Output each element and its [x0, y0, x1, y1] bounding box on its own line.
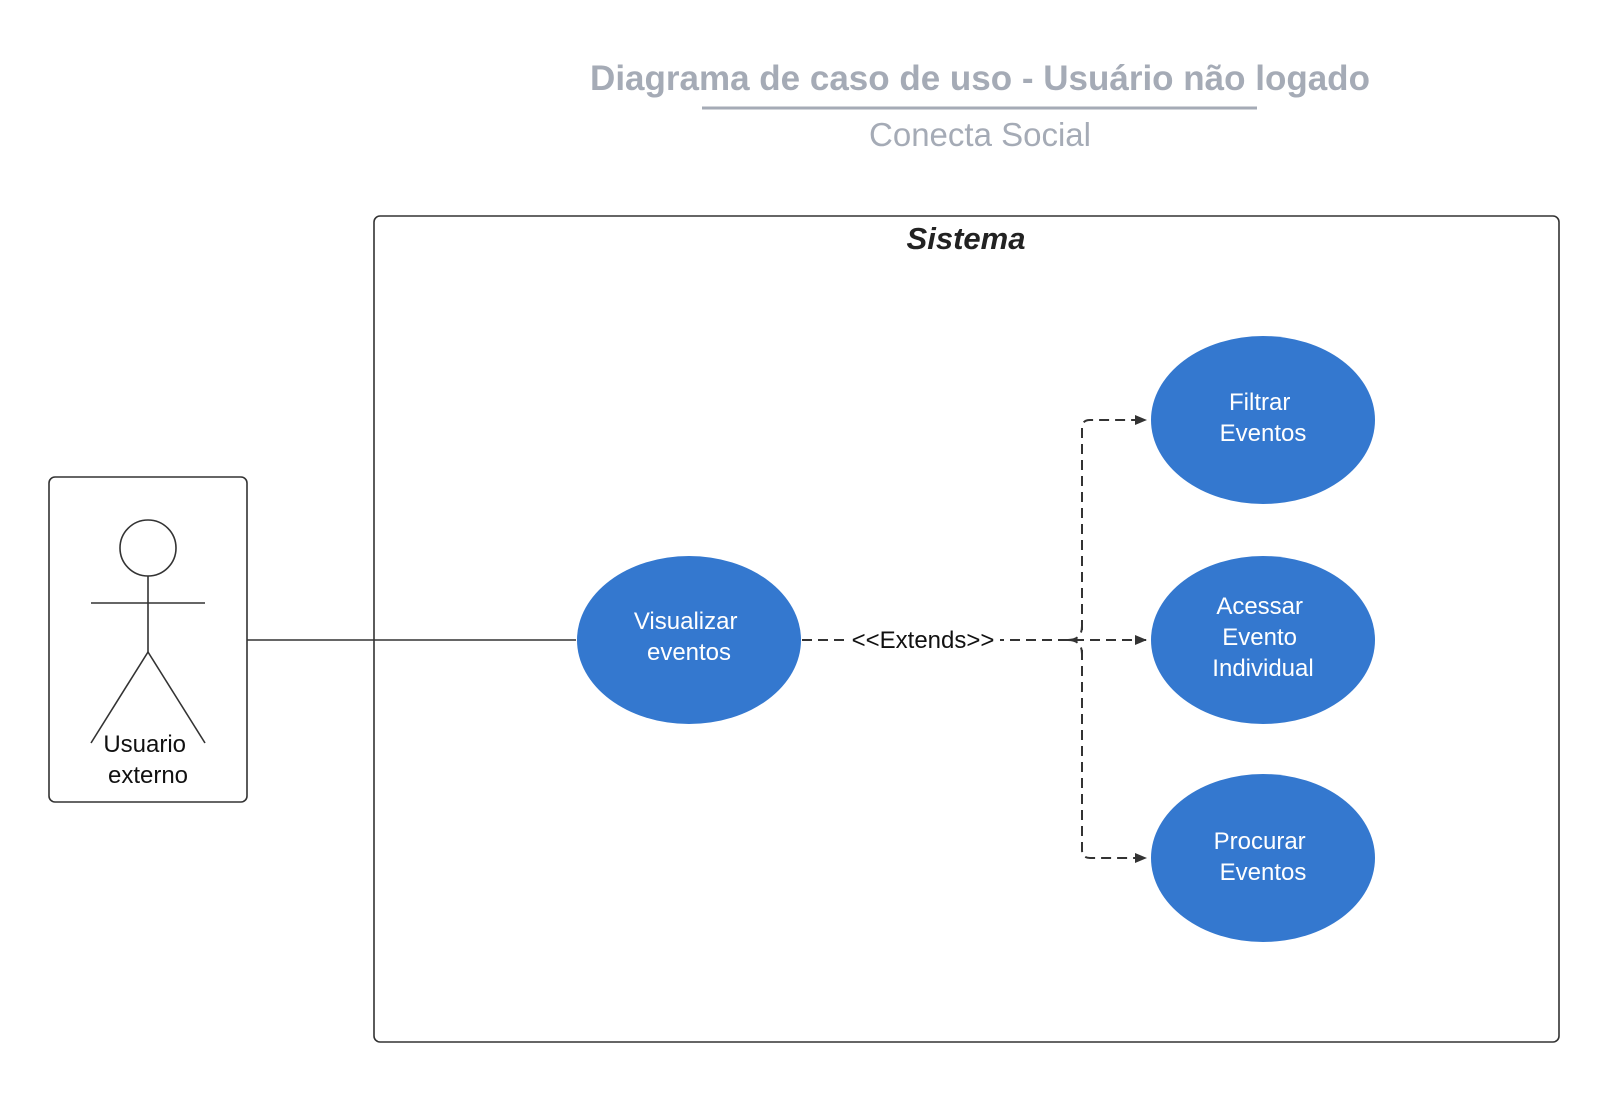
use-case-visualizar-shape — [577, 556, 801, 724]
extends-line-filtrar — [1081, 415, 1147, 630]
use-case-filtrar-eventos[interactable]: Filtrar Eventos — [1151, 336, 1375, 504]
use-case-acessar-label: Acessar Evento Individual — [1212, 593, 1313, 682]
extends-label-background — [846, 624, 1000, 656]
use-case-filtrar-line1: Filtrar — [1229, 389, 1290, 416]
actor-head — [119, 519, 177, 577]
use-case-procurar-label: Procurar Eventos — [1214, 828, 1313, 886]
use-case-filtrar-label: Filtrar Eventos — [1220, 389, 1307, 447]
actor-left-leg — [90, 651, 149, 744]
use-case-acessar-line3: Individual — [1212, 655, 1313, 682]
use-case-filtrar-shape — [1151, 336, 1375, 504]
extends-label: <<Extends>> — [852, 627, 995, 654]
use-case-procurar-eventos[interactable]: Procurar Eventos — [1151, 774, 1375, 942]
actor-name: Usuario externo — [103, 731, 192, 789]
use-case-acessar-evento-individual[interactable]: Acessar Evento Individual — [1151, 556, 1375, 724]
actor-right-leg — [147, 651, 206, 744]
actor-name-line1: Usuario — [103, 731, 186, 758]
use-case-procurar-line2: Eventos — [1220, 859, 1307, 886]
use-case-acessar-shape — [1151, 556, 1375, 724]
diagram-title: Diagrama de caso de uso - Usuário não lo… — [590, 59, 1370, 98]
use-case-filtrar-line2: Eventos — [1220, 420, 1307, 447]
use-case-visualizar-line1: Visualizar — [634, 608, 738, 635]
system-label: Sistema — [907, 221, 1026, 256]
extends-branch-bottom — [1067, 639, 1083, 655]
use-case-procurar-shape — [1151, 774, 1375, 942]
actor-stick-figure — [90, 519, 206, 744]
use-case-visualizar-line2: eventos — [647, 639, 731, 666]
system-boundary — [373, 215, 1560, 1043]
diagram-subtitle: Conecta Social — [869, 116, 1091, 153]
use-case-visualizar-label: Visualizar eventos — [634, 608, 744, 666]
use-case-visualizar-eventos[interactable]: Visualizar eventos — [577, 556, 801, 724]
use-case-acessar-line2: Evento — [1222, 624, 1297, 651]
actor-name-line2: externo — [108, 762, 188, 789]
extends-branch-top — [1067, 625, 1083, 641]
use-case-acessar-line1: Acessar — [1216, 593, 1303, 620]
extends-line-procurar — [1081, 650, 1147, 863]
use-case-procurar-line1: Procurar — [1214, 828, 1306, 855]
